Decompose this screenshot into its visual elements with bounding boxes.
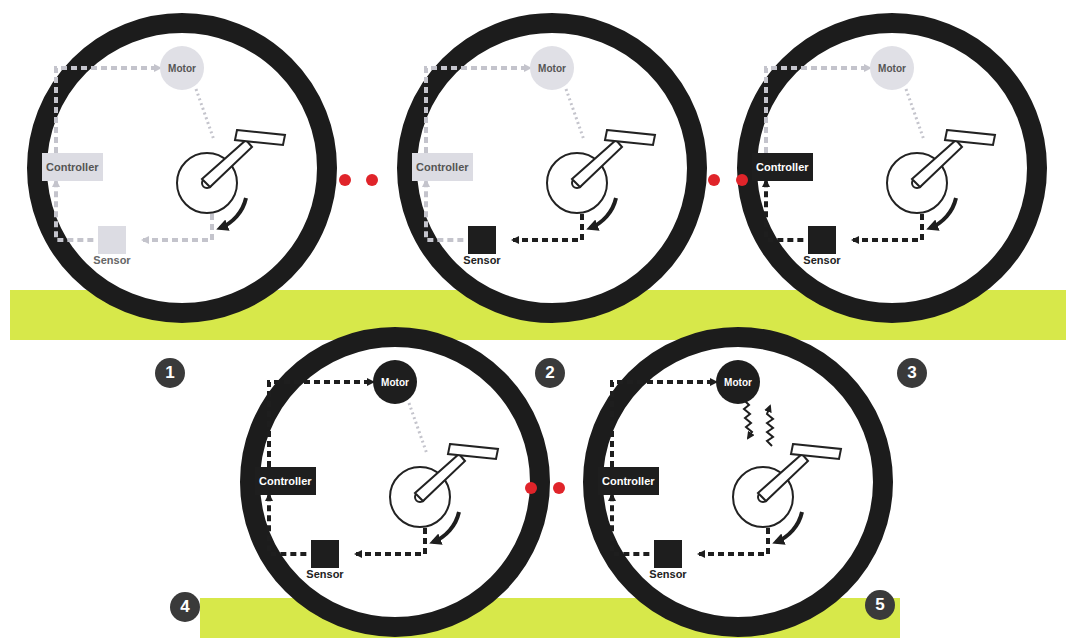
- signal-arrow: [426, 181, 463, 240]
- sensor-square: [311, 540, 339, 568]
- sensor-square: [808, 226, 836, 254]
- wheel: [177, 130, 285, 228]
- motor-circle: Motor: [530, 46, 574, 90]
- node-text: Controller: [602, 475, 655, 487]
- node-text: Motor: [724, 377, 752, 388]
- node-text: Sensor: [803, 254, 840, 266]
- sensor-box: Sensor: [649, 540, 686, 580]
- signal-arrow: [612, 495, 649, 554]
- feedback-line: [143, 214, 922, 554]
- node-text: Motor: [538, 63, 566, 74]
- node-text: Controller: [416, 161, 469, 173]
- controller-box: Controller: [255, 467, 316, 495]
- wheel: [547, 130, 655, 228]
- callout-number: 5: [865, 590, 895, 620]
- drive-zigzag: [744, 401, 773, 446]
- node-text: Controller: [756, 161, 809, 173]
- sensor-box: Sensor: [306, 540, 343, 580]
- sensor-square: [468, 226, 496, 254]
- panel-ring: [593, 337, 883, 627]
- node-text: Motor: [381, 377, 409, 388]
- callout-number: 2: [535, 358, 565, 388]
- wheel: [887, 130, 995, 228]
- motor-circle: Motor: [160, 46, 204, 90]
- callout-number: 1: [155, 358, 185, 388]
- motor-circle: Motor: [870, 46, 914, 90]
- drive-link: [196, 89, 924, 454]
- motor-circle: Motor: [373, 360, 417, 404]
- signal-arrow: [766, 181, 803, 240]
- sensor-square: [98, 226, 126, 254]
- signal-arrow: [269, 382, 373, 467]
- controller-box: Controller: [598, 467, 659, 495]
- signal-arrow: [426, 68, 530, 153]
- panel-ring: [747, 23, 1037, 313]
- callout-number: 3: [897, 358, 927, 388]
- controller-box: Controller: [412, 153, 473, 181]
- node-text: Controller: [259, 475, 312, 487]
- sensor-box: Sensor: [93, 226, 130, 266]
- step-dots: [339, 174, 748, 494]
- node-text: Controller: [46, 161, 99, 173]
- signal-arrow: [56, 181, 93, 240]
- controller-box: Controller: [42, 153, 103, 181]
- signal-arrow: [56, 68, 160, 153]
- sensor-box: Sensor: [463, 226, 500, 266]
- node-text: Motor: [878, 63, 906, 74]
- wheel: [390, 444, 498, 542]
- node-text: Sensor: [649, 568, 686, 580]
- controller-box: Controller: [752, 153, 813, 181]
- wheel: [733, 444, 841, 542]
- sensor-square: [654, 540, 682, 568]
- node-text: Sensor: [306, 568, 343, 580]
- node-text: Motor: [168, 63, 196, 74]
- node-text: Sensor: [463, 254, 500, 266]
- signal-arrow: [612, 382, 716, 467]
- motor-circle: Motor: [716, 360, 760, 404]
- node-text: Sensor: [93, 254, 130, 266]
- signal-arrow: [269, 495, 306, 554]
- callout-number: 4: [170, 592, 200, 622]
- panel-ring: [250, 337, 540, 627]
- sensor-box: Sensor: [803, 226, 840, 266]
- panel-ring: [37, 23, 327, 313]
- panel-ring: [407, 23, 697, 313]
- signal-arrow: [766, 68, 870, 153]
